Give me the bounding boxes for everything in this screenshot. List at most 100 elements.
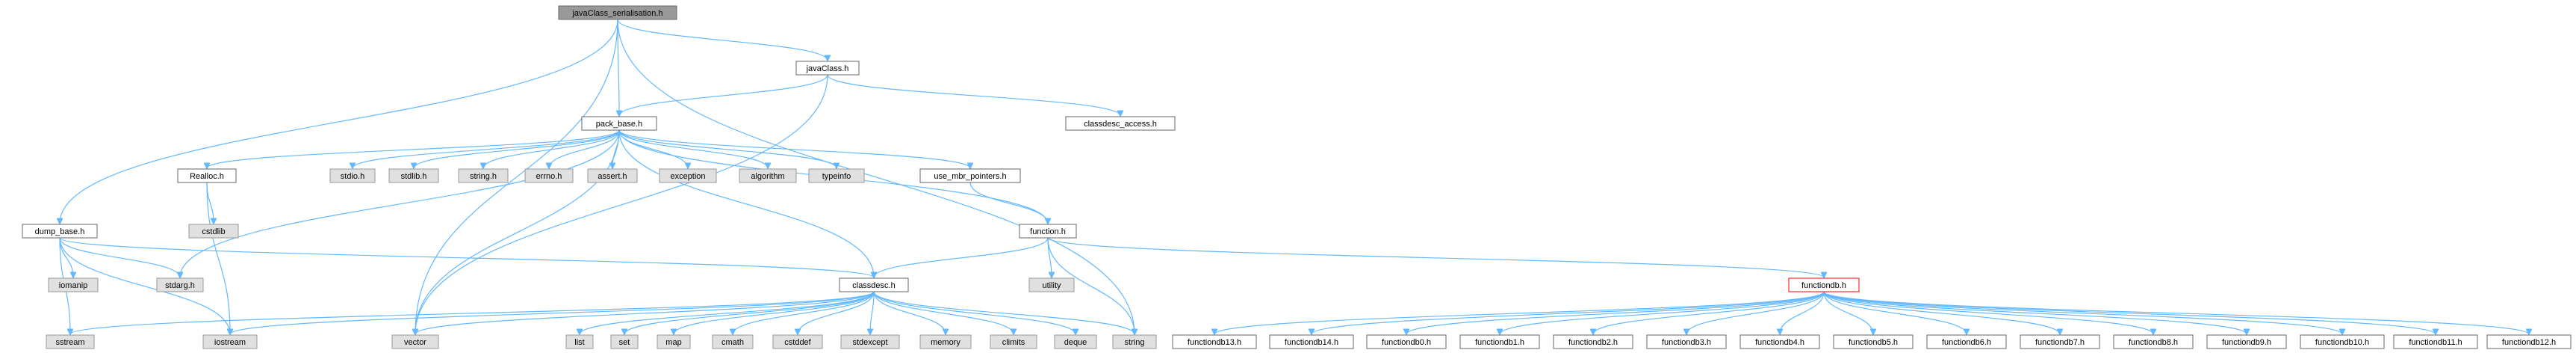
node-label-javaClass: javaClass.h <box>806 64 849 73</box>
node-box-root <box>558 5 677 20</box>
node-label-string: string <box>1125 338 1145 347</box>
node-string[interactable]: string <box>1112 334 1157 349</box>
node-fdb0[interactable]: functiondb0.h <box>1366 334 1447 349</box>
edge-functiondb-to-fdb9 <box>1823 291 2247 334</box>
node-fdb6[interactable]: functiondb6.h <box>1926 334 2007 349</box>
node-box-errno <box>524 168 574 183</box>
node-stdarg[interactable]: stdarg.h <box>156 277 204 292</box>
node-javaClass[interactable]: javaClass.h <box>795 61 860 76</box>
edge-functiondb-to-fdb7 <box>1823 291 2060 334</box>
node-box-assert <box>587 168 638 183</box>
edge-root-to-javaClass <box>617 19 828 61</box>
node-fdb3[interactable]: functiondb3.h <box>1646 334 1727 349</box>
node-box-fdb4 <box>1739 334 1820 349</box>
node-box-stdarg <box>156 277 204 292</box>
edge-functiondb-to-fdb14 <box>1312 291 1825 334</box>
node-label-fdb14: functiondb14.h <box>1285 338 1338 347</box>
node-set[interactable]: set <box>610 334 639 349</box>
node-box-typeinfo <box>808 168 865 183</box>
node-box-algorithm <box>739 168 797 183</box>
node-fdb10[interactable]: functiondb10.h <box>2300 334 2385 349</box>
edge-javaClass-to-pack_base <box>619 74 828 116</box>
node-box-map <box>657 334 691 349</box>
node-deque[interactable]: deque <box>1054 334 1097 349</box>
node-vector[interactable]: vector <box>391 334 439 349</box>
node-fdb7[interactable]: functiondb7.h <box>2020 334 2100 349</box>
node-cstddef[interactable]: cstddef <box>772 334 823 349</box>
node-label-string_h: string.h <box>470 172 497 181</box>
edge-javaClass-to-vector <box>415 74 828 334</box>
node-typeinfo[interactable]: typeinfo <box>808 168 865 183</box>
node-string_h[interactable]: string.h <box>458 168 509 183</box>
node-iostream[interactable]: iostream <box>202 334 258 349</box>
node-label-list: list <box>574 338 584 347</box>
edge-Realloc-to-iostream <box>206 182 230 334</box>
node-stdlib[interactable]: stdlib.h <box>388 168 439 183</box>
node-assert[interactable]: assert.h <box>587 168 638 183</box>
node-list[interactable]: list <box>565 334 594 349</box>
node-fdb12[interactable]: functiondb12.h <box>2486 334 2572 349</box>
node-label-fdb11: functiondb11.h <box>2409 338 2462 347</box>
node-errno[interactable]: errno.h <box>524 168 574 183</box>
node-label-vector: vector <box>404 338 426 347</box>
node-memory[interactable]: memory <box>919 334 972 349</box>
edge-use_mbr_pointers-to-function <box>969 182 1048 224</box>
node-box-set <box>610 334 639 349</box>
node-stdio[interactable]: stdio.h <box>329 168 376 183</box>
node-label-exception: exception <box>670 172 705 181</box>
node-fdb14[interactable]: functiondb14.h <box>1269 334 1354 349</box>
node-exception[interactable]: exception <box>659 168 717 183</box>
node-box-fdb12 <box>2486 334 2572 349</box>
node-cstdlib[interactable]: cstdlib <box>188 224 239 239</box>
node-fdb8[interactable]: functiondb8.h <box>2113 334 2194 349</box>
node-label-iomanip: iomanip <box>59 281 88 290</box>
node-stdexcept[interactable]: stdexcept <box>840 334 900 349</box>
node-Realloc[interactable]: Realloc.h <box>177 168 237 183</box>
node-function[interactable]: function.h <box>1019 224 1077 239</box>
node-box-utility <box>1028 277 1075 292</box>
node-box-fdb3 <box>1646 334 1727 349</box>
node-label-Realloc: Realloc.h <box>190 172 224 181</box>
node-box-memory <box>919 334 972 349</box>
node-fdb13[interactable]: functiondb13.h <box>1172 334 1257 349</box>
node-box-fdb11 <box>2393 334 2478 349</box>
node-classdesc[interactable]: classdesc.h <box>839 277 909 292</box>
node-fdb1[interactable]: functiondb1.h <box>1459 334 1540 349</box>
node-climits[interactable]: climits <box>990 334 1037 349</box>
node-sstream[interactable]: sstream <box>46 334 95 349</box>
node-dump_base[interactable]: dump_base.h <box>22 224 98 239</box>
node-box-fdb7 <box>2020 334 2100 349</box>
node-label-stdarg: stdarg.h <box>165 281 195 290</box>
node-use_mbr_pointers[interactable]: use_mbr_pointers.h <box>919 168 1021 183</box>
node-label-map: map <box>665 338 681 347</box>
node-utility[interactable]: utility <box>1028 277 1075 292</box>
edge-pack_base-to-typeinfo <box>618 129 837 168</box>
edge-functiondb-to-fdb0 <box>1406 291 1825 334</box>
node-algorithm[interactable]: algorithm <box>739 168 797 183</box>
node-fdb5[interactable]: functiondb5.h <box>1833 334 1914 349</box>
node-label-pack_base: pack_base.h <box>596 120 642 129</box>
node-label-sstream: sstream <box>55 338 84 347</box>
node-map[interactable]: map <box>657 334 691 349</box>
node-fdb11[interactable]: functiondb11.h <box>2393 334 2478 349</box>
edge-classdesc-to-stdexcept <box>870 291 875 334</box>
node-fdb9[interactable]: functiondb9.h <box>2206 334 2287 349</box>
edge-functiondb-to-fdb13 <box>1214 291 1825 334</box>
node-root[interactable]: javaClass_serialisation.h <box>558 5 677 20</box>
edge-functiondb-to-fdb1 <box>1500 291 1825 334</box>
node-fdb2[interactable]: functiondb2.h <box>1553 334 1633 349</box>
node-label-cmath: cmath <box>721 338 744 347</box>
edge-root-to-string <box>617 19 1135 334</box>
node-cmath[interactable]: cmath <box>712 334 754 349</box>
node-label-fdb13: functiondb13.h <box>1188 338 1241 347</box>
edge-pack_base-to-Realloc <box>207 129 620 168</box>
node-pack_base[interactable]: pack_base.h <box>581 116 657 131</box>
node-fdb4[interactable]: functiondb4.h <box>1739 334 1820 349</box>
node-classdesc_access[interactable]: classdesc_access.h <box>1065 116 1176 131</box>
node-functiondb[interactable]: functiondb.h <box>1788 277 1860 292</box>
edge-pack_base-to-stdarg <box>180 129 620 277</box>
node-box-string <box>1112 334 1157 349</box>
edge-dump_base-to-iostream <box>59 237 230 334</box>
node-iomanip[interactable]: iomanip <box>48 277 99 292</box>
node-box-stdlib <box>388 168 439 183</box>
